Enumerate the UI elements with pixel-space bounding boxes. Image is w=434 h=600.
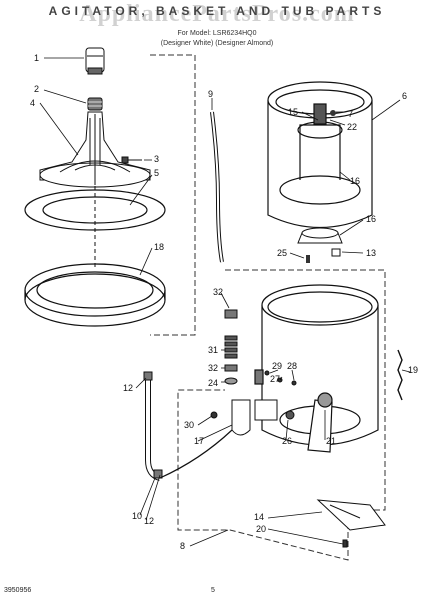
callout-24: 24 bbox=[208, 378, 218, 388]
callout-32-lower: 32 bbox=[208, 363, 218, 373]
callout-20: 20 bbox=[256, 524, 266, 534]
hub-nut bbox=[330, 110, 336, 116]
callout-32-upper: 32 bbox=[213, 287, 223, 297]
callout-9: 9 bbox=[208, 89, 213, 99]
diagram-title: AGITATOR, BASKET AND TUB PARTS bbox=[48, 4, 386, 18]
basket-screw bbox=[306, 255, 310, 263]
callout-26: 26 bbox=[282, 436, 292, 446]
callout-2: 2 bbox=[34, 84, 39, 94]
callout-28: 28 bbox=[287, 361, 297, 371]
leader-lines bbox=[39, 57, 411, 547]
callout-17: 17 bbox=[194, 436, 204, 446]
color-variants-line: (Designer White) (Designer Almond) bbox=[160, 40, 274, 47]
drain-hose bbox=[143, 371, 163, 481]
tub-spring bbox=[397, 349, 403, 401]
balance-ring bbox=[24, 263, 166, 327]
page-number: 5 bbox=[211, 587, 215, 594]
callout-7: 7 bbox=[348, 109, 353, 119]
callout-27: 27 bbox=[270, 374, 280, 384]
spin-basket bbox=[267, 81, 373, 228]
cam-spring bbox=[87, 97, 103, 111]
group-boundaries bbox=[150, 54, 386, 561]
callout-22: 22 bbox=[347, 122, 357, 132]
callout-15: 15 bbox=[288, 107, 298, 117]
callout-18: 18 bbox=[154, 242, 164, 252]
agitator-screw bbox=[121, 156, 142, 164]
callout-30: 30 bbox=[184, 420, 194, 430]
tub-seal bbox=[316, 499, 386, 548]
callout-10: 10 bbox=[132, 511, 142, 521]
callout-29: 29 bbox=[272, 361, 282, 371]
callout-16-upper: 16 bbox=[350, 176, 360, 186]
callout-labels: 1 2 4 3 5 18 9 6 15 7 22 16 16 13 25 32 … bbox=[30, 53, 418, 551]
callout-16-lower: 16 bbox=[366, 214, 376, 224]
callout-31: 31 bbox=[208, 345, 218, 355]
callout-1: 1 bbox=[34, 53, 39, 63]
callout-14: 14 bbox=[254, 512, 264, 522]
tub-group-boundary bbox=[177, 269, 386, 561]
connecting-hose bbox=[159, 429, 233, 479]
hub-spacer bbox=[331, 248, 341, 257]
callout-25: 25 bbox=[277, 248, 287, 258]
outer-tub bbox=[254, 284, 379, 453]
callout-3: 3 bbox=[154, 154, 159, 164]
callout-12-upper: 12 bbox=[123, 383, 133, 393]
callout-5: 5 bbox=[154, 168, 159, 178]
callout-4: 4 bbox=[30, 98, 35, 108]
callout-8: 8 bbox=[180, 541, 185, 551]
callout-21: 21 bbox=[326, 436, 336, 446]
part-document-code: 3950956 bbox=[4, 587, 32, 594]
callout-13: 13 bbox=[366, 248, 376, 258]
agitator-cap bbox=[85, 47, 105, 75]
watermark: AppliancePartsPros.com bbox=[79, 1, 355, 27]
agitator bbox=[39, 111, 151, 188]
callout-6: 6 bbox=[402, 91, 407, 101]
pump-stack bbox=[224, 309, 238, 385]
drain-valve bbox=[210, 370, 297, 436]
model-line: For Model: LSR6234HQ0 bbox=[177, 30, 257, 37]
callout-12-lower: 12 bbox=[144, 516, 154, 526]
callout-19: 19 bbox=[408, 365, 418, 375]
agitator-group-boundary bbox=[150, 54, 196, 336]
drive-hub bbox=[297, 227, 343, 244]
